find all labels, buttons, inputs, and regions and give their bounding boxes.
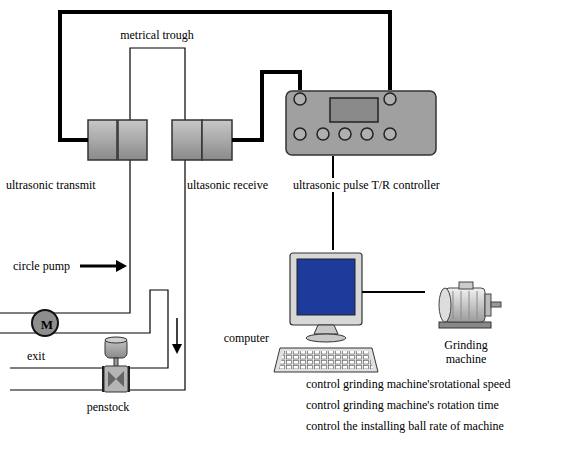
rect-part [172, 120, 202, 160]
ultrasonic-receive-probe [172, 120, 232, 160]
ultrasonic-transmit-probe [88, 120, 147, 160]
signal-cable [362, 291, 425, 293]
signal-cable [60, 12, 390, 140]
part-label: computer [223, 331, 270, 345]
circle-part [339, 128, 351, 140]
polygon-part [274, 348, 378, 372]
path-part [108, 371, 124, 387]
control-note: control grinding machine's rotation time [305, 398, 500, 412]
part-label: ultrasonic pulse T/R controller [292, 178, 441, 192]
outlet-label: exit [26, 349, 46, 363]
line-part [477, 291, 478, 319]
line-part [80, 265, 116, 268]
ellipse-part [439, 288, 451, 322]
rect-part [104, 366, 128, 392]
computer-node: computer [272, 250, 380, 375]
rect-part [118, 120, 147, 160]
penstock-valve [103, 337, 129, 392]
part-label: Grinding machine [434, 338, 498, 366]
rect-part [330, 98, 378, 122]
part-label: ultrasonic transmit [5, 178, 97, 192]
circle-part [317, 128, 329, 140]
signal-cable [332, 156, 334, 250]
rect-part [439, 322, 491, 328]
metrical-trough: metrical trough [130, 48, 185, 290]
circle-part [384, 93, 396, 105]
line-part [102, 366, 104, 392]
line-part [128, 366, 130, 392]
polygon-part [279, 351, 373, 369]
symbol-letter: M [40, 318, 54, 332]
line-part [453, 291, 454, 319]
trough-wall [0, 48, 185, 390]
g-part [453, 291, 477, 319]
flow-arrow [172, 318, 182, 354]
g-part [294, 93, 396, 140]
grinding-machine: Grinding machine [425, 282, 505, 332]
part-label: circle pump [12, 259, 71, 273]
rect-part [105, 338, 127, 358]
computer-figure [274, 253, 378, 372]
rect-part [459, 282, 473, 289]
path-part [314, 325, 338, 334]
grinding-machine-figure [439, 282, 501, 328]
penstock-valve: penstock [102, 338, 130, 396]
line-part [461, 291, 462, 319]
rect-part [286, 91, 436, 155]
pipework [0, 48, 185, 390]
ellipse-part [105, 337, 127, 343]
part-label: metrical trough [119, 28, 195, 42]
signal-cable [232, 72, 300, 140]
flow-arrow [80, 260, 127, 272]
circle-part [384, 128, 396, 140]
part-label: ultasonic receive [186, 178, 269, 192]
receive-probe: ultasonic receive [172, 120, 232, 160]
controller-unit [286, 91, 436, 155]
control-note: control grinding machine'srotational spe… [305, 377, 511, 391]
polygon-part [172, 344, 182, 354]
line-part [176, 318, 178, 344]
ellipse-part [306, 334, 346, 342]
circle-part [361, 128, 373, 140]
part-label: penstock [86, 400, 131, 414]
line-part [469, 291, 470, 319]
rect-part [485, 294, 491, 316]
polygon-part [116, 260, 127, 272]
rect-part [88, 120, 117, 160]
rect-part [491, 302, 501, 307]
pump-motor: Mcircle pump [31, 309, 59, 337]
rect-part [202, 120, 232, 160]
transmit-probe: ultrasonic transmit [88, 120, 147, 160]
circle-part [294, 128, 306, 140]
rect-part [290, 253, 362, 325]
controller-box: ultrasonic pulse T/R controller [285, 90, 437, 156]
trough-wall [0, 290, 168, 368]
rect-part [297, 259, 355, 315]
control-note: control the installing ball rate of mach… [305, 419, 505, 433]
circle-part [294, 93, 306, 105]
